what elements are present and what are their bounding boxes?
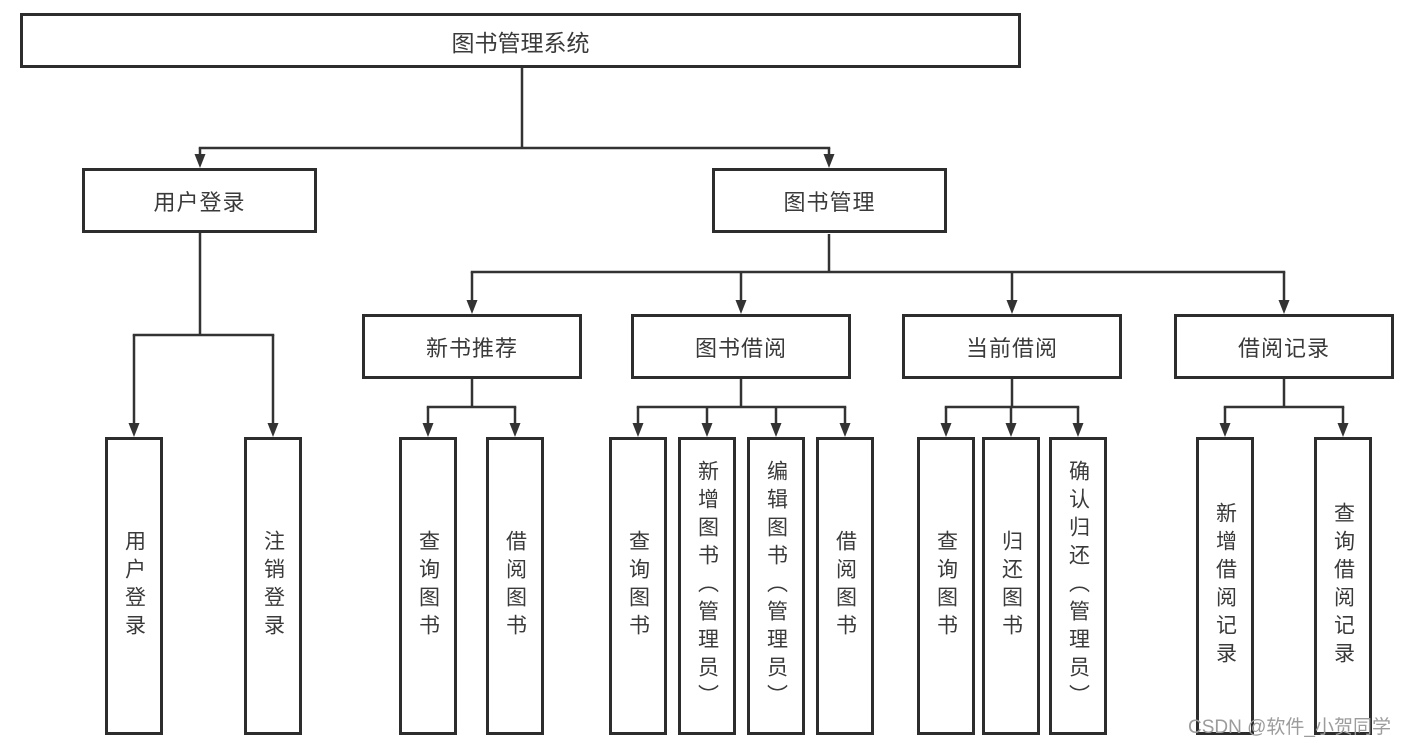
- leaf-borrow-borrow-books-label: 借阅图书: [833, 530, 857, 642]
- leaf-records-add-record: 新增借阅记录: [1196, 437, 1254, 735]
- leaf-records-add-record-label: 新增借阅记录: [1213, 502, 1237, 670]
- leaf-borrow-edit-books-admin-label: 编辑图书（管理员）: [764, 460, 788, 712]
- leaf-recommend-query-books-label: 查询图书: [416, 530, 440, 642]
- connector-records-to-leaves: [1219, 379, 1349, 437]
- connector-borrow-to-leaves: [632, 379, 851, 437]
- connector-root-to-level2: [194, 68, 835, 168]
- leaf-records-query-record: 查询借阅记录: [1314, 437, 1372, 735]
- leaf-borrow-borrow-books: 借阅图书: [816, 437, 874, 735]
- node-book-management: 图书管理: [712, 168, 947, 233]
- node-book-management-label: 图书管理: [783, 189, 876, 215]
- connector-management-to-level3: [466, 234, 1290, 314]
- leaf-current-return-books-label: 归还图书: [999, 530, 1023, 642]
- leaf-recommend-borrow-books: 借阅图书: [486, 437, 544, 735]
- node-new-book-recommend: 新书推荐: [362, 314, 582, 379]
- leaf-records-query-record-label: 查询借阅记录: [1331, 502, 1355, 670]
- leaf-borrow-add-books-admin: 新增图书（管理员）: [678, 437, 736, 735]
- node-current-borrow: 当前借阅: [902, 314, 1122, 379]
- leaf-borrow-query-books-label: 查询图书: [626, 530, 650, 642]
- leaf-recommend-borrow-books-label: 借阅图书: [503, 530, 527, 642]
- leaf-current-query-books-label: 查询图书: [934, 530, 958, 642]
- node-root: 图书管理系统: [20, 13, 1021, 68]
- node-borrow-records-label: 借阅记录: [1237, 335, 1330, 361]
- leaf-current-confirm-return-admin-label: 确认归还（管理员）: [1066, 460, 1090, 712]
- node-book-borrow-label: 图书借阅: [694, 335, 787, 361]
- node-user-login-label: 用户登录: [153, 189, 246, 215]
- node-borrow-records: 借阅记录: [1174, 314, 1394, 379]
- leaf-current-confirm-return-admin: 确认归还（管理员）: [1049, 437, 1107, 735]
- leaf-borrow-edit-books-admin: 编辑图书（管理员）: [747, 437, 805, 735]
- leaf-current-query-books: 查询图书: [917, 437, 975, 735]
- leaf-recommend-query-books: 查询图书: [399, 437, 457, 735]
- node-current-borrow-label: 当前借阅: [965, 335, 1058, 361]
- node-user-login: 用户登录: [82, 168, 317, 233]
- node-book-borrow: 图书借阅: [631, 314, 851, 379]
- leaf-logout: 注销登录: [244, 437, 302, 735]
- leaf-borrow-query-books: 查询图书: [609, 437, 667, 735]
- leaf-logout-label: 注销登录: [261, 530, 285, 642]
- leaf-current-return-books: 归还图书: [982, 437, 1040, 735]
- node-root-label: 图书管理系统: [451, 29, 590, 56]
- leaf-user-login: 用户登录: [105, 437, 163, 735]
- leaf-user-login-label: 用户登录: [122, 530, 146, 642]
- leaf-borrow-add-books-admin-label: 新增图书（管理员）: [695, 460, 719, 712]
- connector-recommend-to-leaves: [422, 379, 521, 437]
- csdn-watermark: CSDN @软件_小贺同学: [1188, 717, 1391, 738]
- node-new-book-recommend-label: 新书推荐: [425, 335, 518, 361]
- connector-current-to-leaves: [940, 379, 1084, 437]
- connector-login-to-leaves: [128, 233, 279, 437]
